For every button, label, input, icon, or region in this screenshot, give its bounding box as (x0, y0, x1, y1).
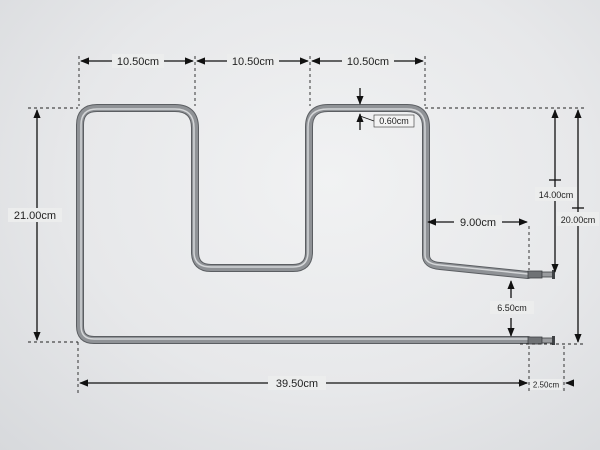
label-terminal-gap: 6.50cm (497, 303, 527, 313)
label-top-seg-3: 10.50cm (347, 56, 389, 68)
label-overall-height: 21.00cm (14, 210, 56, 222)
label-right-height-b: 20.00cm (561, 215, 596, 225)
label-right-height-a: 14.00cm (539, 190, 574, 200)
terminal-upper (527, 270, 555, 279)
heating-element-tube (76, 104, 532, 344)
dimension-labels: 10.50cm 10.50cm 10.50cm 0.60cm 21.00cm 1… (8, 54, 599, 390)
label-overall-length: 39.50cm (276, 378, 318, 390)
label-top-seg-2: 10.50cm (232, 56, 274, 68)
label-inner-leg-length: 9.00cm (460, 217, 496, 229)
extension-lines (28, 56, 584, 394)
label-terminal-length: 2.50cm (533, 381, 560, 390)
label-tube-diameter: 0.60cm (379, 116, 409, 126)
label-top-seg-1: 10.50cm (117, 56, 159, 68)
